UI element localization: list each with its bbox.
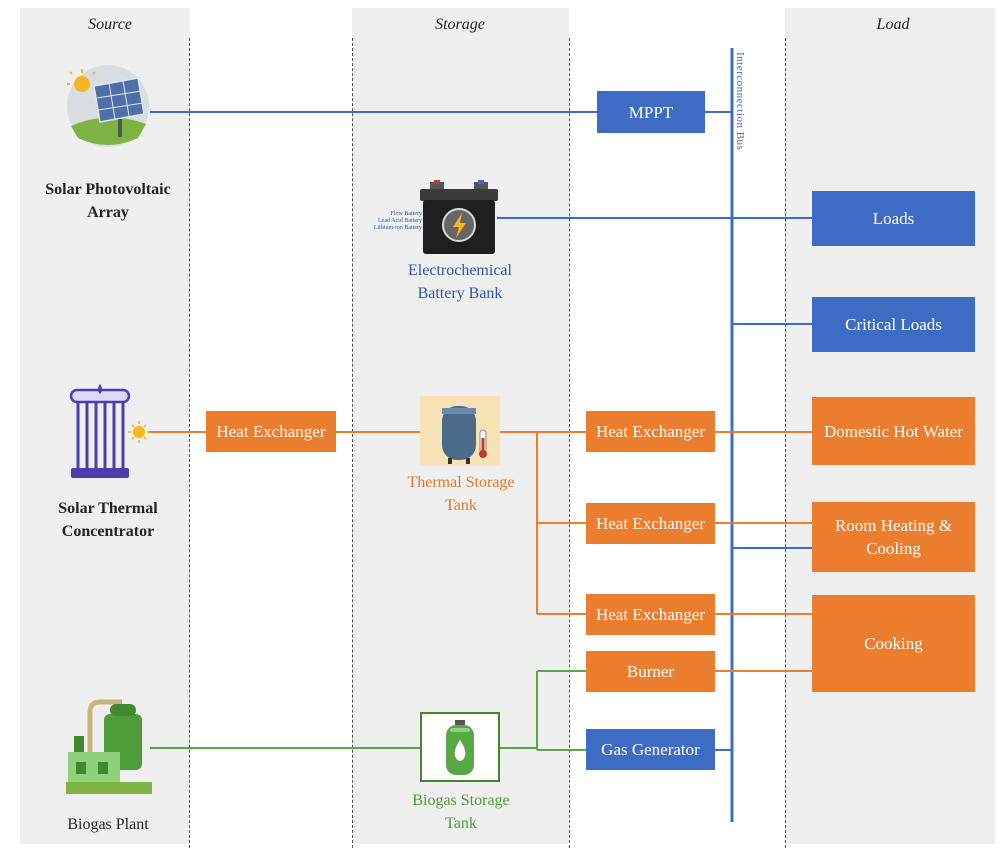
water-tank-icon [420, 396, 500, 466]
burner-box: Burner [586, 651, 715, 692]
gas-cylinder-icon [420, 712, 500, 782]
gas-generator-box: Gas Generator [586, 729, 715, 770]
critical-loads-box: Critical Loads [812, 297, 975, 352]
room-heating-cooling-box: Room Heating & Cooling [812, 502, 975, 572]
battery-type-lithium-ion: Lithium-ion Battery [373, 225, 422, 231]
heat-exchanger-3-box: Heat Exchanger [586, 594, 715, 635]
heat-exchanger-2-box: Heat Exchanger [586, 503, 715, 544]
biogas-plant-label: Biogas Plant [67, 816, 149, 833]
battery-bank-label-text: Electrochemical Battery Bank [408, 262, 512, 302]
column-title-source: Source [88, 16, 132, 33]
solar-thermal-label: Solar Thermal Concentrator [28, 497, 188, 543]
solar-panel-icon [67, 65, 149, 147]
interconnection-bus-label: Interconnection Bus [734, 52, 746, 151]
heat-exchanger-1-box: Heat Exchanger [586, 411, 715, 452]
biogas-plant-icon [66, 699, 152, 794]
battery-type-flow: Flow Battery [390, 211, 423, 217]
load-column-border [785, 38, 786, 848]
source-heat-exchanger-box: Heat Exchanger [206, 411, 336, 452]
pv-array-label-text: Solar Photovoltaic Array [45, 181, 171, 221]
domestic-hot-water-box: Domestic Hot Water [812, 397, 975, 465]
pv-array-label: Solar Photovoltaic Array [28, 178, 188, 224]
biogas-tank-label-text: Biogas Storage Tank [412, 792, 510, 832]
thermal-tank-label: Thermal Storage Tank [396, 471, 526, 517]
solar-thermal-collector-icon [69, 384, 150, 478]
battery-icon [420, 180, 498, 254]
source-column-border [189, 38, 190, 848]
battery-types-list: Flow Battery Lead Acid Battery Lithium-i… [346, 211, 422, 232]
column-title-load: Load [876, 16, 910, 33]
room-heating-cooling-text: Room Heating & Cooling [834, 516, 953, 558]
biogas-tank-label: Biogas Storage Tank [396, 789, 526, 835]
cooking-box: Cooking [812, 595, 975, 692]
loads-box: Loads [812, 191, 975, 246]
storage-column-right-border [569, 38, 570, 848]
battery-bank-label: Electrochemical Battery Bank [390, 259, 530, 305]
mppt-box: MPPT [597, 91, 705, 133]
battery-type-lead-acid: Lead Acid Battery [378, 218, 422, 224]
thermal-tank-label-text: Thermal Storage Tank [407, 474, 515, 514]
solar-thermal-label-text: Solar Thermal Concentrator [58, 500, 158, 540]
storage-column-left-border [352, 38, 353, 848]
column-title-storage: Storage [435, 16, 485, 33]
